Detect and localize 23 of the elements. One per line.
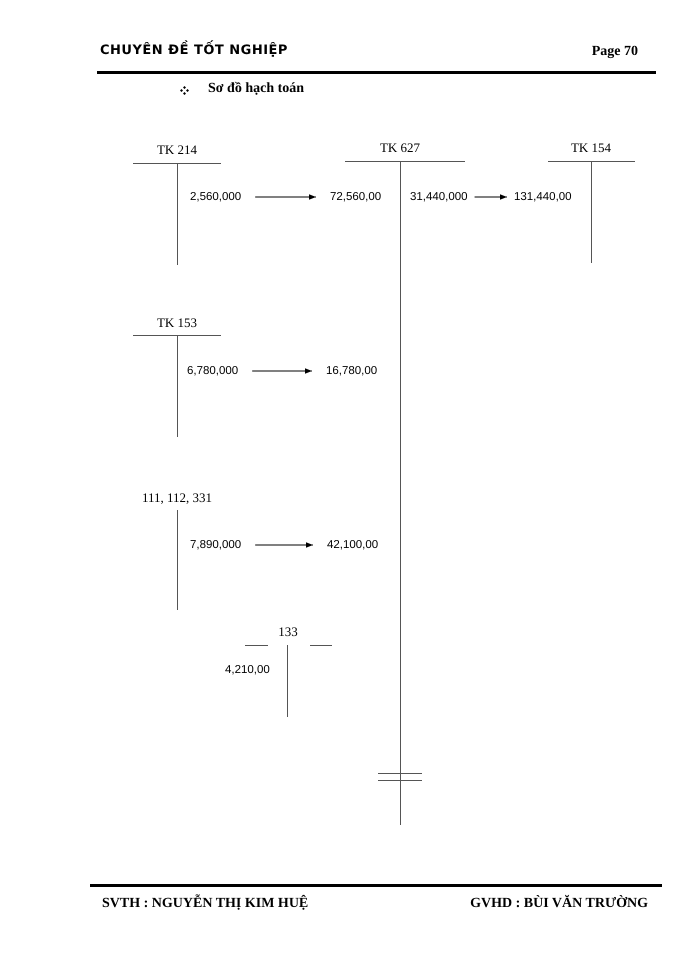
amount-text: 42,100,00 [327, 538, 378, 552]
page-number: Page 70 [592, 44, 638, 60]
amount-text: 72,560,00 [330, 190, 382, 204]
amount-text: 2,560,000 [190, 190, 242, 204]
account-title: TK 214 [156, 142, 198, 157]
account-title: TK 153 [156, 315, 198, 330]
footer-text: SVTH : NGUYỄN THỊ KIM HUỆ [102, 896, 308, 912]
arrow [254, 194, 316, 200]
arrow [254, 542, 314, 548]
account-title: 111, 112, 331 [142, 490, 212, 505]
amount-text: 7,890,000 [190, 538, 242, 552]
amount-text: 4,210,00 [225, 663, 270, 677]
amount-text: 16,780,00 [326, 364, 378, 378]
amount-text: 31,440,000 [410, 190, 468, 204]
account-title: 133 [278, 624, 298, 639]
section-title: Sơ đồ hạch toán [208, 81, 304, 97]
arrow [252, 368, 312, 374]
arrow [474, 194, 508, 200]
account-title: TK 627 [380, 140, 420, 155]
footer-text: GVHD : BÙI VĂN TRƯỜNG [470, 896, 648, 912]
amount-text: 6,780,000 [187, 364, 238, 378]
account-title: TK 154 [570, 140, 612, 155]
amount-text: 131,440,00 [514, 190, 572, 204]
